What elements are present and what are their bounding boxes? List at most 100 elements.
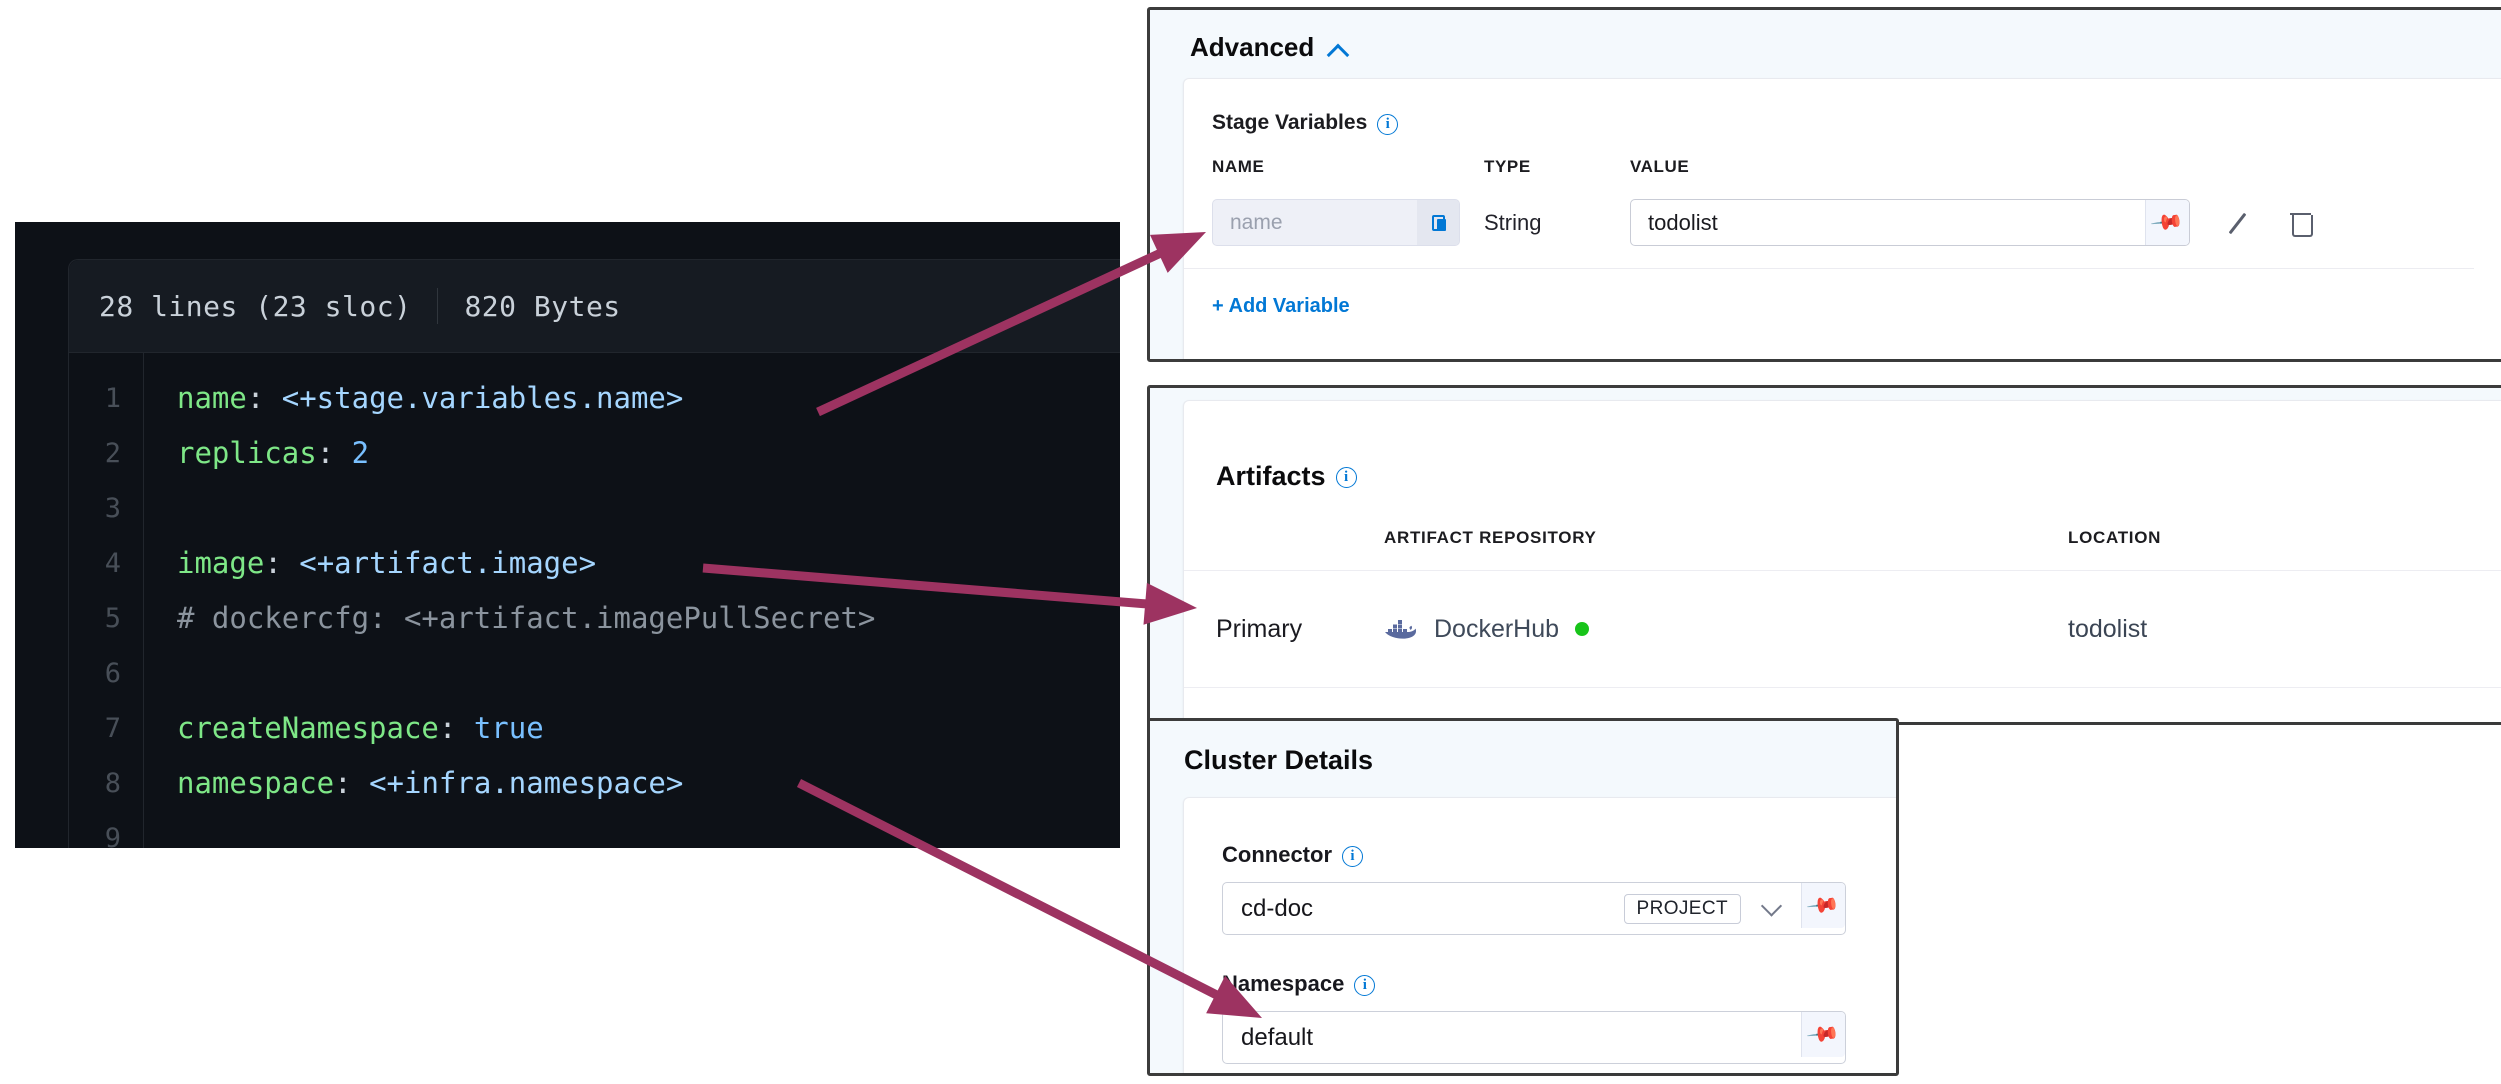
artifacts-title: Artifacts xyxy=(1216,461,1326,491)
line-number: 1 xyxy=(104,383,121,414)
code-line: 5 # dockercfg: <+artifact.imagePullSecret… xyxy=(69,591,1120,646)
line-content: # dockercfg: <+artifact.imagePullSecret> xyxy=(143,591,875,646)
line-number: 9 xyxy=(104,823,121,848)
code-token: : xyxy=(438,711,474,745)
advanced-section-panel: Advanced Stage Variables i NAME TYPE VAL… xyxy=(1147,7,2501,362)
column-header-location: LOCATION xyxy=(2068,528,2162,547)
file-size: 820 Bytes xyxy=(464,289,621,323)
column-header-name: NAME xyxy=(1212,157,1265,176)
code-file-header: 28 lines (23 sloc) 820 Bytes xyxy=(69,260,1120,353)
column-header-repository: ARTIFACT REPOSITORY xyxy=(1384,528,1597,547)
namespace-input[interactable]: default 📌 xyxy=(1222,1011,1846,1064)
file-line-count: 28 lines (23 sloc) xyxy=(99,289,412,323)
connector-input[interactable]: cd-doc PROJECT 📌 xyxy=(1222,882,1846,935)
copy-icon[interactable] xyxy=(1417,200,1459,245)
info-icon[interactable]: i xyxy=(1377,113,1399,135)
code-token: <+stage.variables.name> xyxy=(281,381,684,415)
code-token: name xyxy=(177,381,247,415)
code-file-card: 28 lines (23 sloc) 820 Bytes 1 name: <+st… xyxy=(68,259,1120,848)
cluster-details-title: Cluster Details xyxy=(1184,745,1374,775)
code-token: replicas xyxy=(177,436,317,470)
artifacts-section-panel: Artifacts i ARTIFACT REPOSITORY LOCATION… xyxy=(1147,385,2501,725)
cluster-details-panel: Cluster Details Connector i cd-doc PROJE… xyxy=(1147,718,1899,1076)
docker-whale-icon xyxy=(1384,618,1418,640)
code-token: true xyxy=(473,711,544,745)
code-token: <+infra.namespace> xyxy=(369,766,684,800)
artifact-repository-name: DockerHub xyxy=(1434,614,1560,643)
artifact-location: todolist xyxy=(2068,614,2148,643)
chevron-down-icon[interactable] xyxy=(1760,894,1783,917)
add-variable-button[interactable]: + Add Variable xyxy=(1212,295,1350,317)
table-row: Primary DockerHub to xyxy=(1184,570,2501,688)
artifacts-header: Artifacts i xyxy=(1184,401,2501,492)
line-number: 8 xyxy=(104,768,121,799)
gutter-divider xyxy=(143,353,144,848)
code-line: 3 xyxy=(69,481,1120,536)
code-line: 9 xyxy=(69,811,1120,848)
line-content: name: <+stage.variables.name> xyxy=(143,371,683,426)
advanced-header[interactable]: Advanced xyxy=(1150,10,2501,63)
pin-icon[interactable]: 📌 xyxy=(1801,883,1845,928)
pin-icon[interactable]: 📌 xyxy=(2145,200,2189,245)
info-icon[interactable]: i xyxy=(1342,845,1363,867)
variable-value-input[interactable]: todolist 📌 xyxy=(1630,199,2190,246)
chevron-up-icon[interactable] xyxy=(1328,40,1348,60)
artifacts-card: Artifacts i ARTIFACT REPOSITORY LOCATION… xyxy=(1183,400,2501,722)
variable-value-text: todolist xyxy=(1648,209,1718,235)
pencil-icon[interactable] xyxy=(2226,209,2252,237)
connector-value: cd-doc xyxy=(1241,894,1314,922)
code-line: 7 createNamespace: true xyxy=(69,701,1120,756)
code-token: createNamespace xyxy=(177,711,439,745)
variable-type-value: String xyxy=(1484,209,1542,235)
connector-label: Connector xyxy=(1222,842,1332,867)
info-icon[interactable]: i xyxy=(1354,974,1376,996)
advanced-title: Advanced xyxy=(1190,32,1315,62)
line-number: 4 xyxy=(104,548,121,579)
line-content: replicas: 2 xyxy=(143,426,369,481)
table-row: name String todolist 📌 xyxy=(1184,177,2474,269)
stage-variables-header: Stage Variables i xyxy=(1184,79,2501,135)
artifacts-table-header: ARTIFACT REPOSITORY LOCATION xyxy=(1184,492,2501,548)
header-divider xyxy=(437,288,439,324)
code-token: <+artifact.image> xyxy=(299,546,597,580)
trash-icon[interactable] xyxy=(2288,209,2314,237)
code-token: 2 xyxy=(351,436,370,470)
line-content: namespace: <+infra.namespace> xyxy=(143,756,683,811)
line-number: 5 xyxy=(104,603,121,634)
status-dot-green-icon xyxy=(1575,622,1590,636)
line-content: createNamespace: true xyxy=(143,701,544,756)
line-number: 6 xyxy=(104,658,121,689)
line-number: 7 xyxy=(104,713,121,744)
namespace-label-row: Namespace i xyxy=(1184,971,1896,997)
line-number: 3 xyxy=(104,493,121,524)
column-header-kind xyxy=(1184,528,1384,548)
line-number: 2 xyxy=(104,438,121,469)
namespace-label: Namespace xyxy=(1222,971,1345,996)
stage-variables-table-header: NAME TYPE VALUE xyxy=(1184,135,2501,177)
pin-icon[interactable]: 📌 xyxy=(1801,1012,1845,1057)
variable-name-input[interactable]: name xyxy=(1212,199,1460,246)
stage-variables-title: Stage Variables xyxy=(1212,111,1368,134)
code-token: : xyxy=(246,381,282,415)
code-token: : xyxy=(334,766,370,800)
artifact-repository-cell: DockerHub xyxy=(1384,615,1984,644)
connector-scope-badge: PROJECT xyxy=(1623,893,1741,924)
code-token: : xyxy=(316,436,352,470)
code-line: 4 image: <+artifact.image> xyxy=(69,536,1120,591)
variable-name-placeholder: name xyxy=(1230,210,1283,234)
artifact-kind: Primary xyxy=(1216,614,1303,643)
namespace-value: default xyxy=(1241,1023,1314,1051)
code-token: # dockercfg: <+artifact.imagePullSecret> xyxy=(177,601,876,635)
code-line: 6 xyxy=(69,646,1120,701)
code-token: image xyxy=(177,546,265,580)
info-icon[interactable]: i xyxy=(1335,467,1357,488)
cluster-details-card: Connector i cd-doc PROJECT 📌 Namespace i… xyxy=(1183,797,1896,1073)
code-line: 1 name: <+stage.variables.name> xyxy=(69,371,1120,426)
row-actions xyxy=(2190,209,2314,237)
line-content: image: <+artifact.image> xyxy=(143,536,596,591)
code-viewer-panel: 28 lines (23 sloc) 820 Bytes 1 name: <+st… xyxy=(15,222,1120,848)
code-token: : xyxy=(264,546,300,580)
